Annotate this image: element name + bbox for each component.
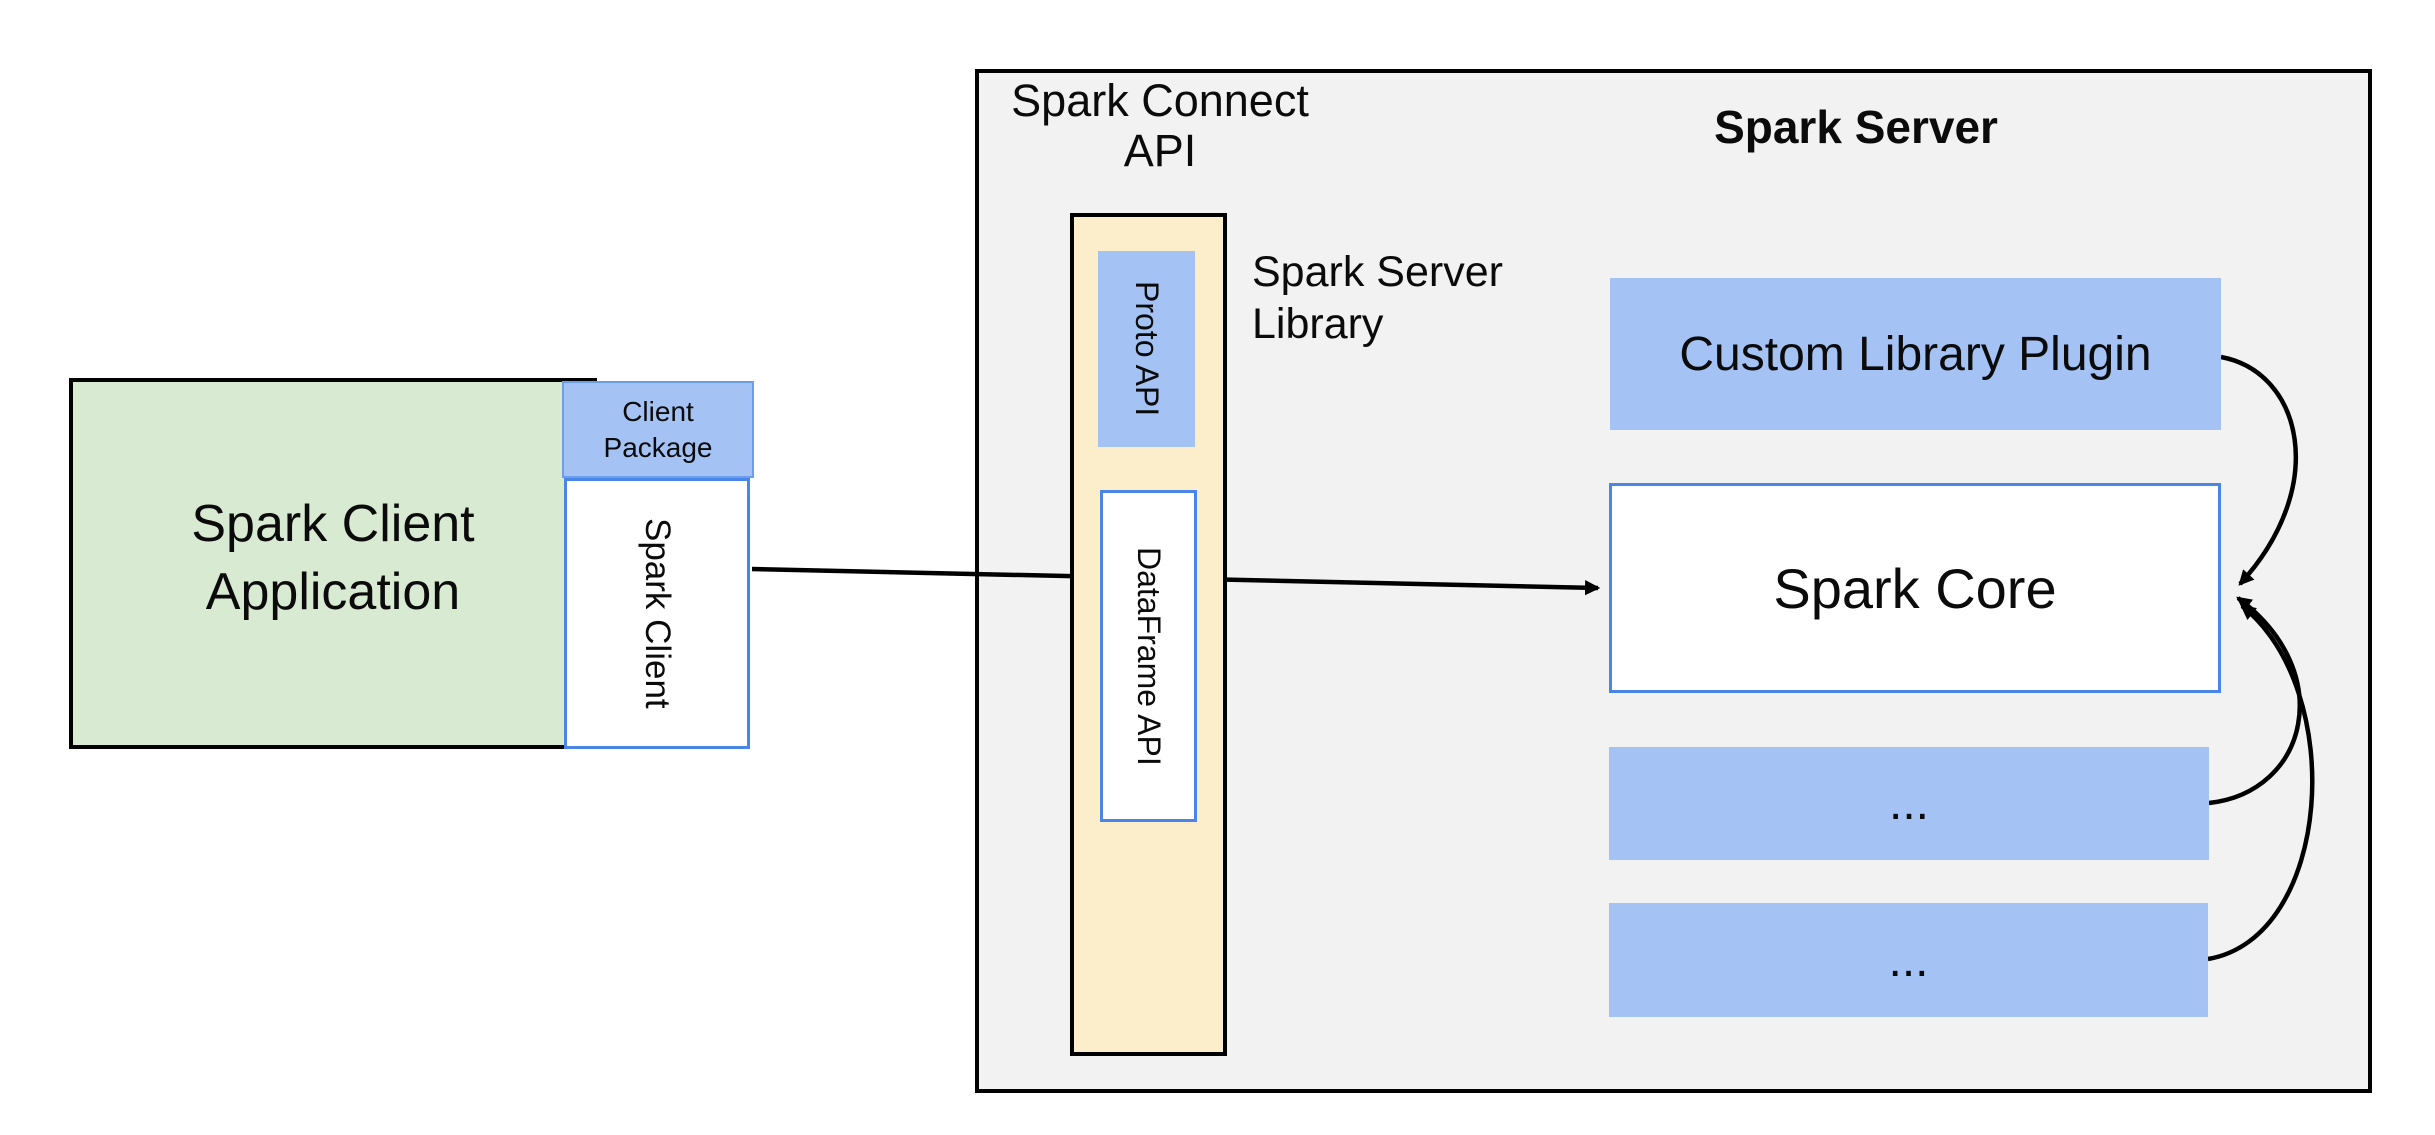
- spark-server-library-line1: Spark Server: [1252, 248, 1503, 296]
- dataframe-api-label: DataFrame API: [1131, 546, 1167, 766]
- client-package-box: Client Package: [562, 381, 754, 478]
- spark-client-application-line1: Spark Client: [191, 495, 475, 553]
- spark-core-label: Spark Core: [1773, 556, 2057, 620]
- spark-client-box: Spark Client: [564, 478, 750, 749]
- spark-connect-api-label: Spark Connect API: [960, 76, 1360, 176]
- placeholder-box-2-label: ...: [1888, 933, 1929, 987]
- spark-client-application-line2: Application: [205, 563, 461, 621]
- spark-server-library-label: Spark Server Library: [1252, 246, 1672, 350]
- custom-library-plugin-label: Custom Library Plugin: [1679, 327, 2152, 381]
- spark-client-application-box: [69, 378, 597, 749]
- spark-connect-api-line2: API: [1123, 125, 1197, 176]
- spark-server-title: Spark Server: [1714, 101, 1998, 153]
- custom-library-plugin-box: Custom Library Plugin: [1610, 278, 2221, 430]
- placeholder-box-1-label: ...: [1888, 777, 1929, 830]
- spark-core-box: Spark Core: [1609, 483, 2221, 693]
- client-package-line2: Package: [603, 431, 713, 463]
- placeholder-box-1: ...: [1609, 747, 2209, 860]
- spark-client-application-label: Spark Client Application: [69, 490, 597, 626]
- spark-client-label: Spark Client: [638, 518, 677, 709]
- spark-server-library-line2: Library: [1252, 300, 1384, 348]
- placeholder-box-2: ...: [1609, 903, 2208, 1017]
- client-package-line1: Client: [622, 395, 694, 427]
- spark-connect-api-line1: Spark Connect: [1011, 75, 1309, 126]
- proto-api-box: Proto API: [1098, 251, 1195, 447]
- proto-api-label: Proto API: [1129, 281, 1165, 417]
- dataframe-api-box: DataFrame API: [1100, 490, 1197, 822]
